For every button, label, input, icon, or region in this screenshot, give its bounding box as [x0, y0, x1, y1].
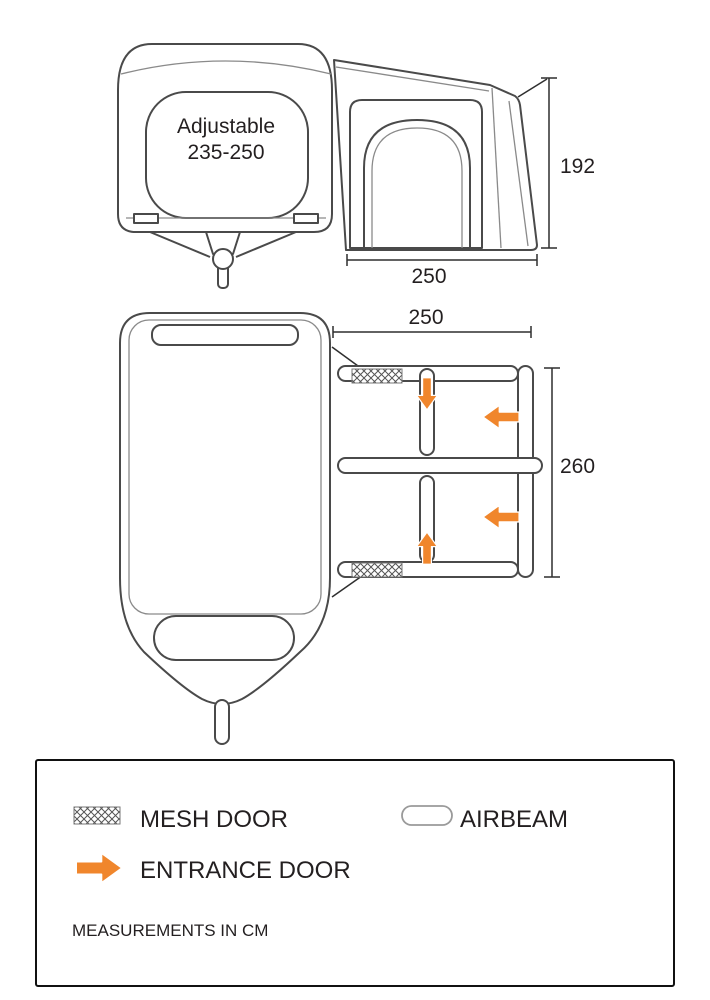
mesh-door-panel-bottom	[351, 562, 403, 578]
caravan-adjustable-label-line2: 235-250	[187, 141, 264, 164]
dimension-depth: 260	[544, 367, 595, 578]
caravan-bumper-left	[133, 213, 159, 224]
dimension-width-plan-line	[332, 326, 532, 338]
mesh-door-panel-top	[351, 368, 403, 384]
dimension-height-line	[541, 77, 557, 249]
caravan-bumper-right	[293, 213, 319, 224]
awning-right-seam	[508, 100, 529, 247]
awning-plan-view	[331, 346, 543, 598]
legend: MESH DOOR AIRBEAM ENTRANCE DOOR MEASUREM…	[35, 759, 675, 987]
plan-view: 250	[119, 306, 595, 745]
dimension-height-extension	[517, 78, 548, 98]
entrance-arrow-bottom	[415, 531, 439, 565]
awning-side-seam	[491, 87, 502, 249]
airbeam-middle	[337, 457, 543, 474]
awning-door-arch	[363, 119, 471, 249]
awning-door-arch-inner	[371, 127, 463, 248]
side-view: Adjustable 235-250 192 250	[117, 43, 595, 289]
caravan-side-view: Adjustable 235-250	[117, 43, 333, 289]
caravan-plan-inner-outline	[128, 319, 322, 615]
mesh-door-icon	[73, 806, 121, 825]
caravan-adjustable-label-line1: Adjustable	[177, 115, 275, 138]
caravan-jockey-wheel	[212, 248, 234, 270]
dimension-width-plan: 250	[332, 306, 532, 338]
caravan-plan-hitch	[214, 699, 230, 745]
mesh-door-label: MESH DOOR	[140, 806, 288, 833]
awning-canvas	[333, 59, 538, 251]
dimension-width-side: 250	[346, 254, 538, 288]
airbeam-label: AIRBEAM	[460, 806, 568, 833]
dimension-depth-line	[544, 367, 560, 578]
dimension-width-side-label: 250	[411, 265, 446, 288]
dimension-width-plan-label: 250	[408, 306, 443, 329]
entrance-arrow-right-upper	[482, 404, 520, 430]
legend-box	[35, 759, 675, 987]
dimension-height: 192	[517, 77, 595, 249]
dimension-height-label: 192	[560, 155, 595, 178]
caravan-roof-line	[120, 60, 332, 75]
caravan-drawbar-left	[149, 231, 211, 258]
caravan-drawbar-right	[235, 231, 297, 258]
caravan-plan-front-locker	[153, 615, 295, 661]
awning-roof-seam	[335, 66, 490, 92]
airbeam-icon	[401, 805, 453, 826]
awning-side-view	[333, 59, 538, 251]
measurements-note: MEASUREMENTS IN CM	[72, 921, 268, 940]
caravan-plan-view	[119, 312, 331, 745]
dimension-width-side-line	[346, 254, 538, 266]
entrance-door-icon	[75, 852, 124, 884]
caravan-plan-window-slot	[151, 324, 299, 346]
entrance-arrow-right-lower	[482, 504, 520, 530]
dimension-depth-label: 260	[560, 455, 595, 478]
entrance-door-label: ENTRANCE DOOR	[140, 857, 351, 884]
caravan-hitch-bracket	[205, 231, 241, 255]
entrance-arrow-top	[415, 377, 439, 411]
